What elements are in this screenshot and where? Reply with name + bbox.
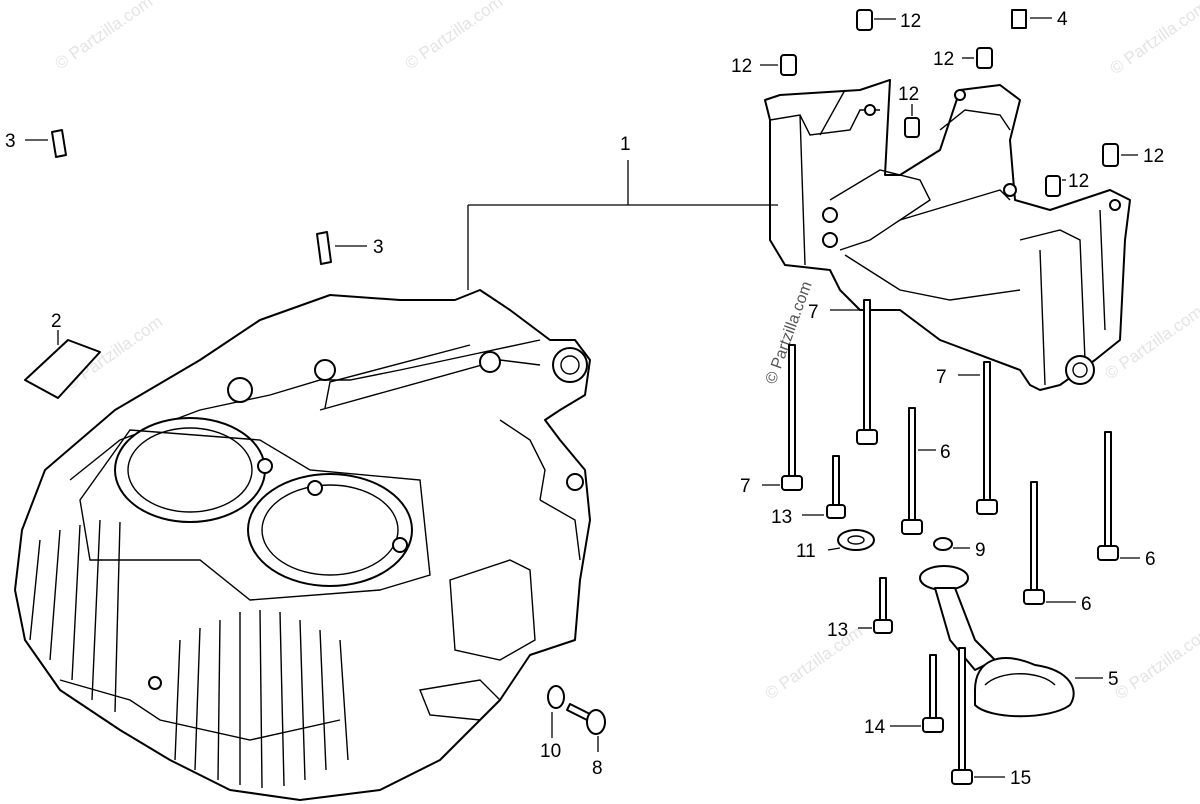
watermark: © Partzilla.com xyxy=(1111,622,1200,703)
part-12-dowel-a[interactable]: 12 xyxy=(856,9,921,32)
callout-6b: 6 xyxy=(1145,549,1156,570)
upper-crankcase[interactable] xyxy=(14,289,591,801)
part-8-bolt[interactable]: 8 xyxy=(566,703,606,779)
part-10-washer[interactable]: 10 xyxy=(540,685,565,762)
callout-7b: 7 xyxy=(936,367,947,388)
part-6-bolt-b[interactable]: 6 xyxy=(1097,431,1156,570)
part-6-bolt-a[interactable]: 6 xyxy=(901,407,951,535)
callout-12c: 12 xyxy=(933,49,954,70)
part-11-clip[interactable]: 11 xyxy=(796,529,875,562)
part-14-bolt[interactable]: 14 xyxy=(864,654,944,738)
part-15-bolt[interactable]: 15 xyxy=(951,647,1031,789)
callout-12a: 12 xyxy=(900,11,921,32)
callout-12f: 12 xyxy=(1068,171,1089,192)
callout-12e: 12 xyxy=(1143,146,1164,167)
watermark: © Partzilla.com xyxy=(1106,0,1200,78)
callout-9: 9 xyxy=(975,540,986,561)
part-12-dowel-e[interactable]: 12 xyxy=(1102,143,1164,167)
callout-4: 4 xyxy=(1057,9,1068,30)
callout-2: 2 xyxy=(51,311,62,332)
part-12-dowel-d[interactable]: 12 xyxy=(898,84,920,138)
callout-14: 14 xyxy=(864,717,886,738)
callout-7a: 7 xyxy=(808,302,819,323)
callout-7c: 7 xyxy=(740,476,751,497)
part-3-dowel-b[interactable]: 3 xyxy=(316,231,384,265)
part-6-bolt-c[interactable]: 6 xyxy=(1023,481,1092,615)
watermark: © Partzilla.com xyxy=(761,622,866,703)
callout-12d: 12 xyxy=(898,84,919,105)
callout-15: 15 xyxy=(1010,768,1031,789)
callout-12b: 12 xyxy=(731,56,752,77)
part-12-dowel-b[interactable]: 12 xyxy=(731,54,797,77)
part-7-bolt-b[interactable]: 7 xyxy=(936,361,998,515)
part-5-oil-strainer[interactable]: 5 xyxy=(919,565,1119,718)
callout-13b: 13 xyxy=(827,620,848,641)
callout-11: 11 xyxy=(796,541,816,562)
callout-8: 8 xyxy=(592,758,603,779)
part-2-label-plate[interactable]: 2 xyxy=(24,311,101,399)
part-13-bolt-a[interactable]: 13 xyxy=(771,455,846,528)
part-3-dowel-a[interactable]: 3 xyxy=(5,129,67,158)
part-4-pin[interactable]: 4 xyxy=(1011,9,1068,30)
callout-5: 5 xyxy=(1108,669,1119,690)
watermark: © Partzilla.com xyxy=(401,0,506,73)
callout-3b: 3 xyxy=(373,237,384,258)
watermark: © Partzilla.com xyxy=(51,0,156,73)
part-13-bolt-b[interactable]: 13 xyxy=(827,577,893,641)
part-7-bolt-a[interactable]: 7 xyxy=(808,299,878,445)
callout-group-1: 1 xyxy=(467,134,778,290)
callout-6c: 6 xyxy=(1081,594,1092,615)
callout-13a: 13 xyxy=(771,507,792,528)
callout-6a: 6 xyxy=(940,442,951,463)
callout-10: 10 xyxy=(540,741,561,762)
callout-3a: 3 xyxy=(5,131,16,152)
part-12-dowel-c[interactable]: 12 xyxy=(933,47,993,70)
part-12-dowel-f[interactable]: 12 xyxy=(1045,171,1089,197)
part-7-bolt-c[interactable]: 7 xyxy=(740,344,803,497)
part-9-o-ring[interactable]: 9 xyxy=(933,537,986,561)
crankcase-frame[interactable] xyxy=(764,79,1131,391)
callout-1: 1 xyxy=(620,134,631,155)
